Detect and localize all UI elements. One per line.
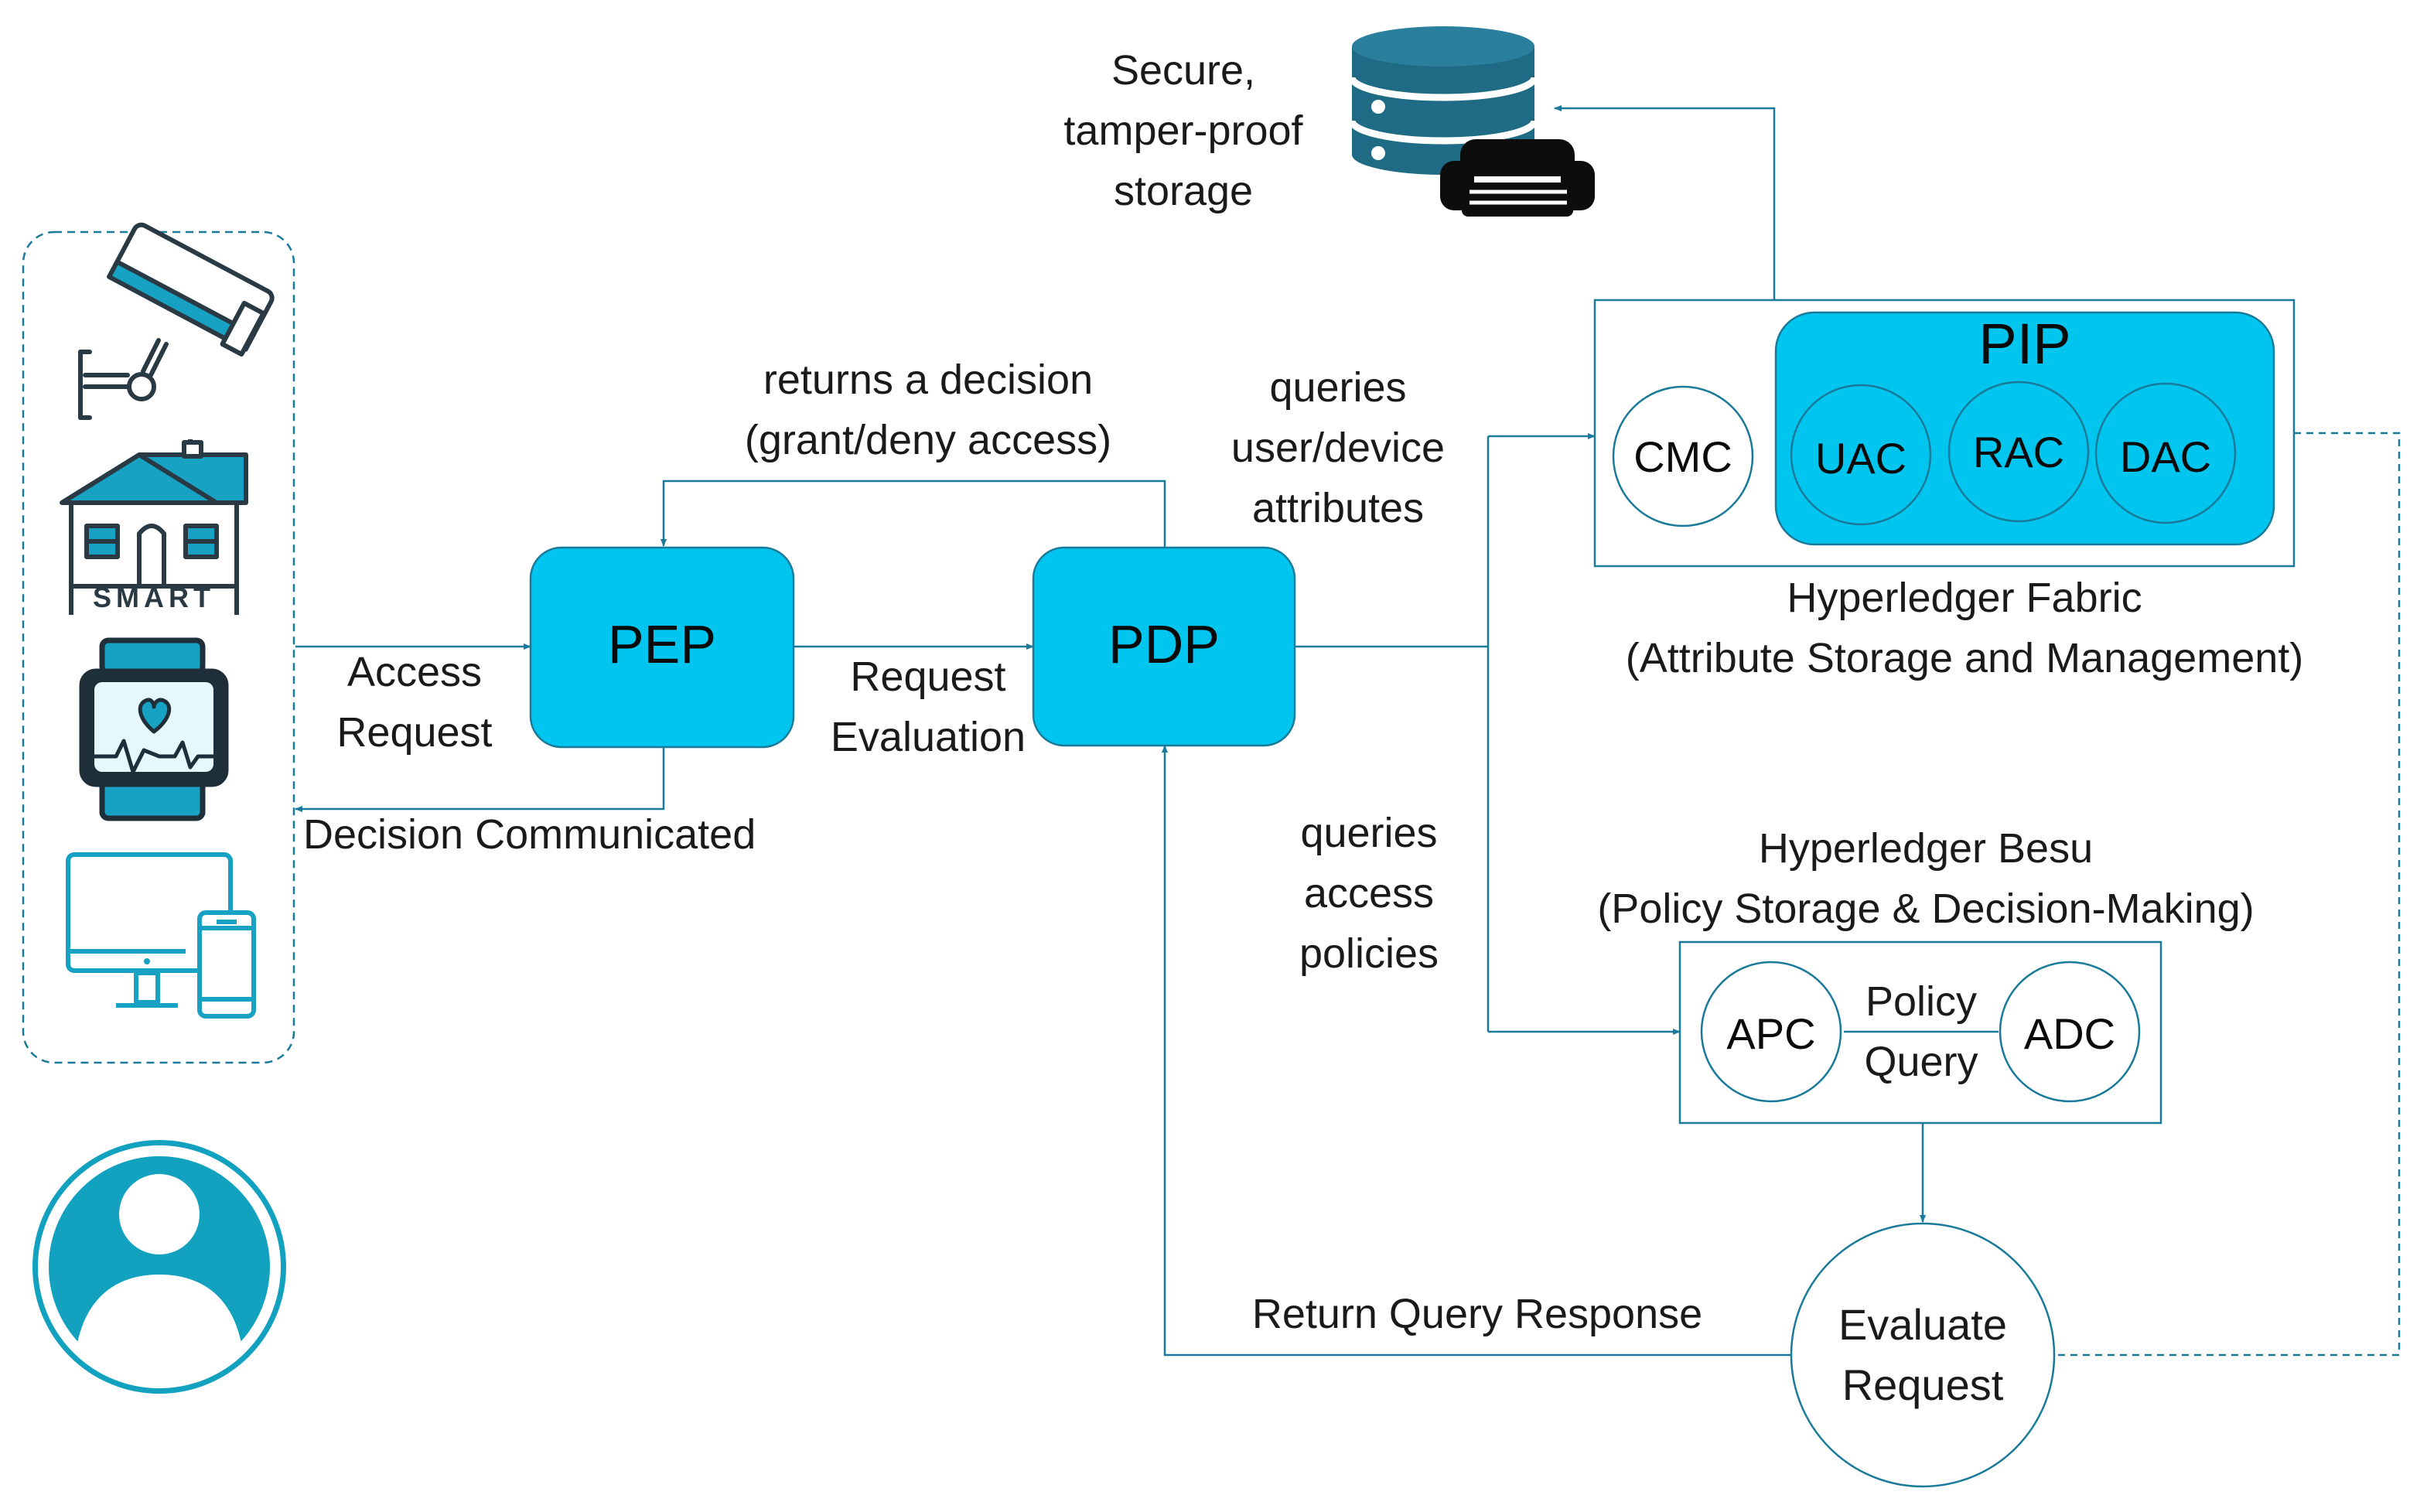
pep-label: PEP — [607, 614, 717, 674]
decision-communicated-label: Decision Communicated — [303, 811, 756, 858]
adc-label: ADC — [2023, 1009, 2116, 1058]
queries-policies-label: queries access policies — [1299, 810, 1439, 977]
apc-circle — [1700, 961, 1842, 1103]
pip-box — [1774, 311, 2275, 546]
uac-circle — [1790, 384, 1932, 526]
besu-label: Hyperledger Besu (Policy Storage & Decis… — [1597, 825, 2255, 932]
pip-label: PIP — [1978, 312, 2071, 376]
request-evaluation-label: Request Evaluation — [830, 654, 1026, 760]
smart-home-icon — [60, 439, 248, 615]
fabric-label: Hyperledger Fabric (Attribute Storage an… — [1625, 575, 2304, 681]
smartwatch-icon — [79, 637, 229, 821]
adc-circle — [1999, 961, 2141, 1103]
cctv-camera-icon — [78, 222, 275, 420]
pdp-label: PDP — [1108, 614, 1220, 674]
cmc-circle — [1612, 385, 1754, 527]
rac-label: RAC — [1972, 428, 2065, 476]
uac-label: UAC — [1814, 434, 1907, 483]
evaluate-label: Evaluate Request — [1838, 1300, 2007, 1409]
pdp-box — [1032, 546, 1296, 747]
dac-label: DAC — [2119, 432, 2212, 481]
arrow-return-query-response — [1162, 745, 1791, 1357]
apc-label: APC — [1726, 1009, 1816, 1058]
returns-decision-label: returns a decision (grant/deny access) — [744, 357, 1112, 463]
sofa-icon — [1440, 139, 1595, 217]
cmc-label: CMC — [1633, 432, 1732, 481]
arrow-decision-communicated — [295, 747, 665, 812]
device-panel — [22, 230, 295, 1064]
computer-tablet-icon — [66, 852, 256, 1019]
queries-attributes-label: queries user/device attributes — [1231, 364, 1446, 531]
pep-box — [529, 546, 795, 749]
dashed-fabric-evaluate — [2054, 432, 2401, 1357]
user-avatar-icon — [32, 1140, 286, 1394]
storage-label: Secure, tamper-proof storage — [1063, 47, 1303, 214]
rac-circle — [1947, 381, 2090, 523]
smart-home-caption: SMART — [93, 582, 215, 613]
return-query-response-label: Return Query Response — [1251, 1291, 1703, 1337]
policy-query-label: Policy Query — [1864, 978, 1978, 1085]
arrow-returns-decision — [661, 480, 1166, 548]
access-request-label: Access Request — [336, 649, 493, 756]
evaluate-circle — [1790, 1222, 2056, 1488]
dac-circle — [2094, 382, 2237, 524]
arrow-fabric-to-storage — [1554, 105, 1776, 303]
